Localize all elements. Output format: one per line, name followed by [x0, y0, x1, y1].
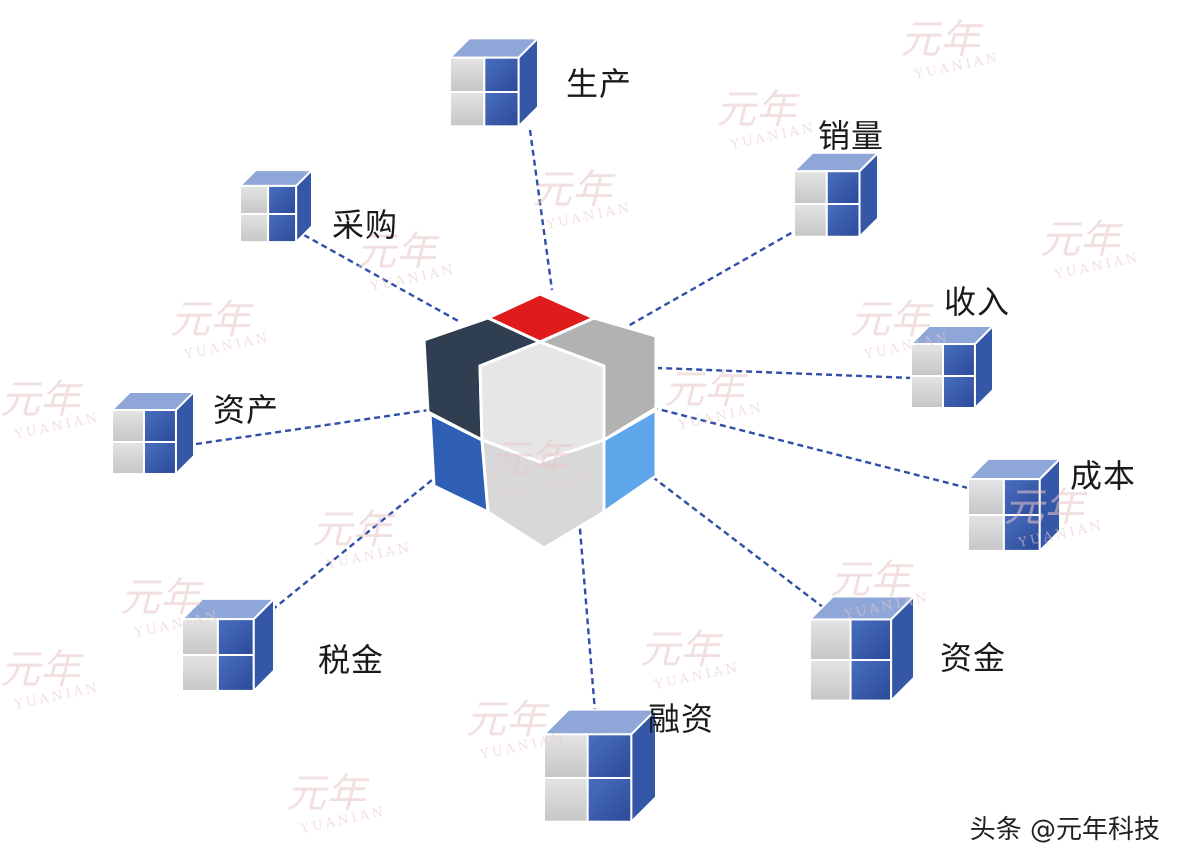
label-financing: 融资 [648, 700, 715, 738]
central-cube-face-3 [478, 340, 606, 464]
connector-sales [627, 226, 801, 328]
label-cost: 成本 [1070, 457, 1137, 495]
label-tax: 税金 [318, 641, 385, 679]
node-cubes [109, 35, 1063, 825]
cube-tax [179, 596, 277, 694]
cube-sales [791, 150, 881, 240]
label-revenue: 收入 [944, 283, 1011, 321]
connector-tax [271, 479, 433, 611]
central-cube [422, 292, 658, 550]
cube-assets [109, 389, 197, 477]
cube-revenue [908, 323, 996, 411]
label-assets: 资产 [213, 391, 280, 429]
cube-financing [541, 707, 659, 825]
connector-procurement [303, 233, 461, 324]
connector-revenue [657, 366, 913, 380]
cube-funds [807, 594, 917, 703]
central-cube-face-6 [480, 437, 606, 550]
cube-production [447, 35, 541, 129]
cube-procurement [237, 167, 315, 245]
connector-production [528, 129, 554, 291]
cube-cost [965, 456, 1063, 554]
connector-assets [195, 402, 471, 446]
connector-cost [653, 406, 969, 490]
label-procurement: 采购 [332, 206, 399, 244]
footer-credit: 头条 @元年科技 [969, 815, 1160, 845]
label-production: 生产 [566, 65, 633, 103]
label-funds: 资金 [940, 639, 1007, 677]
label-sales: 销量 [818, 117, 885, 155]
